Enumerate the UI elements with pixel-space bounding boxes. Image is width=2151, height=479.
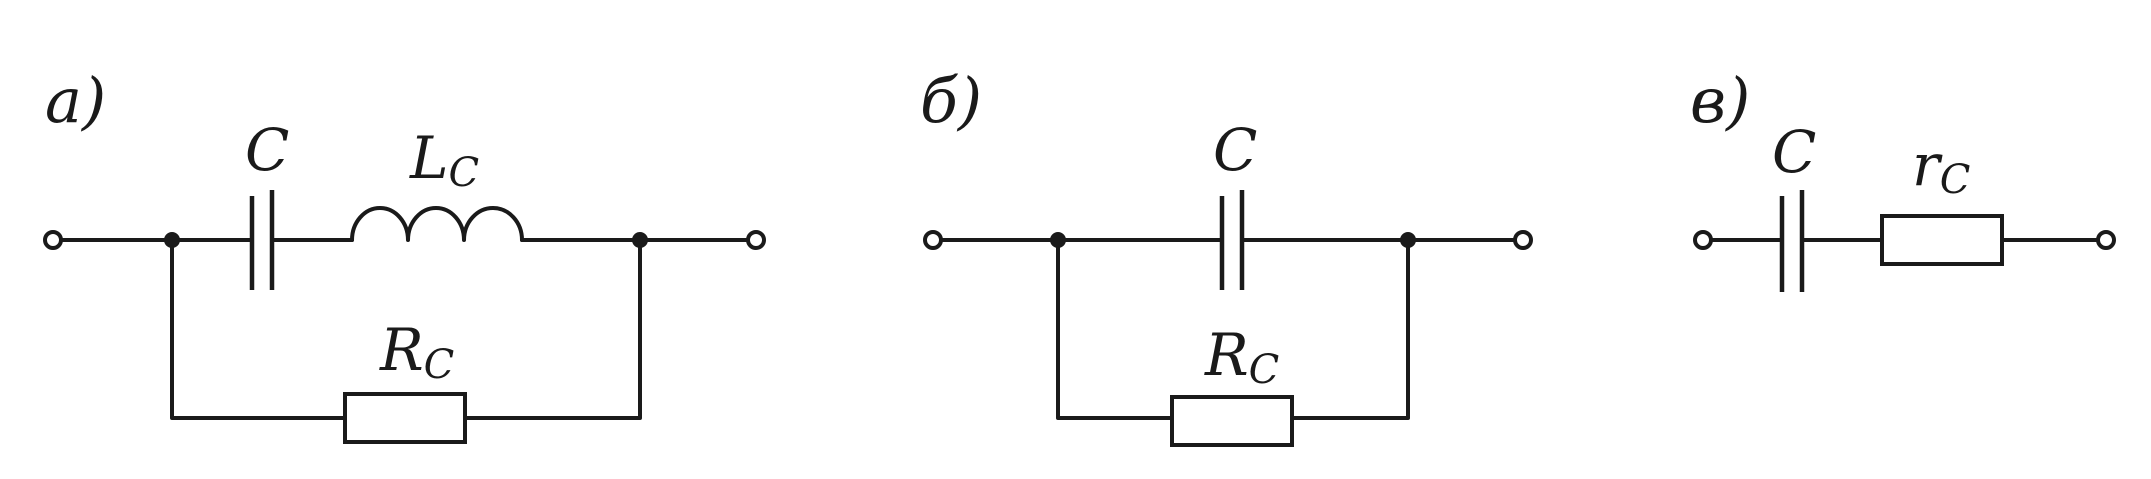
panel-a-resistor (343, 392, 467, 444)
panel-b-resistor (1170, 395, 1294, 447)
panel-c: в) C rC (1690, 64, 2116, 292)
panel-a-resistor-label-sub: C (424, 342, 455, 388)
panel-b-terminal-left (923, 230, 943, 250)
panel-b-label: б) (920, 64, 982, 137)
panel-b-terminal-right (1513, 230, 1533, 250)
panel-b-bypass-left (1056, 238, 1174, 420)
panel-a: a) C LC RC (43, 64, 766, 444)
panel-a-label: a) (45, 64, 106, 137)
panel-b: б) C RC (920, 64, 1533, 447)
panel-b-resistor-label-main: R (1204, 321, 1249, 389)
panel-a-inductor-label-main: L (409, 124, 449, 192)
panel-c-resistor-label-main: r (1912, 131, 1943, 199)
panel-c-resistor (1880, 214, 2004, 266)
panel-c-resistor-label-sub: C (1940, 157, 1971, 203)
panel-c-terminal-left (1693, 230, 1713, 250)
panel-b-resistor-label-sub: C (1249, 347, 1280, 393)
panel-b-junction-left (1050, 232, 1066, 248)
panel-a-junction-left (164, 232, 180, 248)
panel-a-inductor-label-sub: C (449, 150, 480, 196)
panel-c-capacitor-label: C (1772, 118, 1816, 186)
panel-b-bypass-right (1290, 238, 1410, 420)
panel-a-terminal-right (746, 230, 766, 250)
panel-c-resistor-label: rC (1912, 131, 1970, 203)
panel-b-capacitor (1219, 190, 1245, 290)
panel-a-junction-right (632, 232, 648, 248)
panel-a-bypass-right (463, 238, 642, 420)
panel-c-terminal-right (2096, 230, 2116, 250)
panel-b-junction-right (1400, 232, 1416, 248)
panel-a-inductor (350, 206, 524, 242)
panel-a-capacitor-label: C (245, 116, 289, 184)
panel-a-terminal-left (43, 230, 63, 250)
panel-a-resistor-label: RC (379, 316, 454, 388)
panel-b-resistor-label: RC (1204, 321, 1279, 393)
panel-a-resistor-label-main: R (379, 316, 424, 384)
panel-c-label: в) (1690, 64, 1750, 137)
panel-c-capacitor (1779, 190, 1805, 292)
panel-a-bypass-left (170, 238, 347, 420)
panel-b-capacitor-label: C (1213, 116, 1257, 184)
panel-a-capacitor (249, 190, 275, 290)
panel-a-inductor-label: LC (409, 124, 479, 196)
